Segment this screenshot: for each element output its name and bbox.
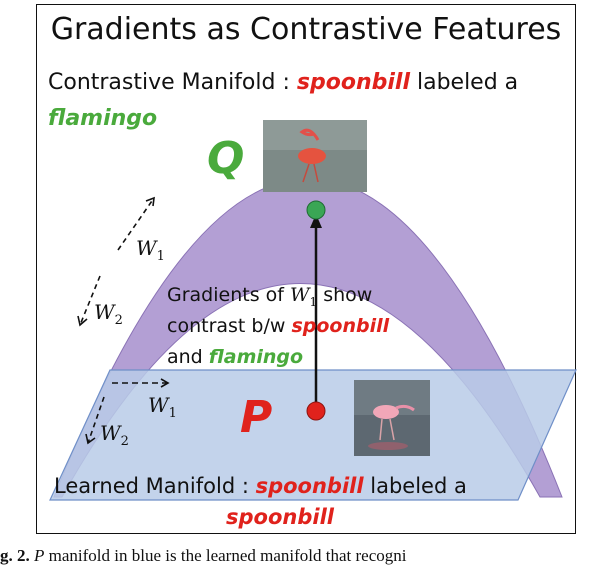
upper-w1-arrow <box>117 197 155 251</box>
gradient-line1-suffix: show <box>317 284 373 306</box>
lower-w2-label: W2 <box>100 421 129 449</box>
figure-title: Gradients as Contrastive Features <box>50 12 562 47</box>
learned-manifold-label: Learned Manifold : spoonbill labeled a <box>54 474 467 498</box>
contrastive-middle: labeled a <box>409 70 519 95</box>
learned-highlight-spoonbill-2: spoonbill <box>226 505 334 529</box>
caption-text: manifold in blue is the learned manifold… <box>44 546 407 565</box>
contrastive-manifold-band <box>53 178 563 498</box>
lower-w1-label: W1 <box>148 393 177 421</box>
gradient-line3-prefix: and <box>167 346 209 368</box>
flamingo-image <box>263 120 367 192</box>
lower-w2-arrow <box>87 396 105 444</box>
gradient-line3-flamingo: flamingo <box>208 346 304 368</box>
lower-w2-subscript: 2 <box>120 434 129 449</box>
gradient-arrowhead <box>310 214 322 228</box>
gradient-text-line3: and flamingo <box>167 346 303 368</box>
figure-caption: g. 2. P manifold in blue is the learned … <box>0 546 596 566</box>
lower-w1-symbol: W <box>148 393 169 417</box>
learned-manifold-plane <box>49 369 577 501</box>
upper-w2-label: W2 <box>94 300 123 328</box>
learned-prefix: Learned Manifold : <box>54 474 256 498</box>
p-label: P <box>240 392 273 443</box>
learned-highlight-spoonbill: spoonbill <box>255 474 364 498</box>
caption-fig-label: g. 2. <box>0 546 30 565</box>
gradient-text-line1: Gradients of W1 show <box>167 284 372 309</box>
gradient-line1-math: W1 <box>290 284 318 309</box>
contrastive-highlight-spoonbill: spoonbill <box>296 70 410 95</box>
gradient-line2-spoonbill: spoonbill <box>291 315 390 337</box>
gradient-line1-prefix: Gradients of <box>167 284 290 306</box>
upper-w1-label: W1 <box>136 236 165 264</box>
contrastive-manifold-label: Contrastive Manifold : spoonbill labeled… <box>48 70 518 95</box>
q-label: Q <box>207 133 245 184</box>
contrastive-highlight-flamingo: flamingo <box>48 106 158 131</box>
upper-w2-subscript: 2 <box>114 313 123 328</box>
learned-middle: labeled a <box>363 474 467 498</box>
lower-axes <box>85 378 170 445</box>
upper-w1-subscript: 1 <box>156 249 165 264</box>
gradient-w-symbol: W <box>290 284 310 306</box>
lower-w2-symbol: W <box>100 421 121 445</box>
upper-w1-symbol: W <box>136 236 157 260</box>
gradient-text-line2: contrast b/w spoonbill <box>167 315 389 337</box>
contrastive-prefix: Contrastive Manifold : <box>48 70 297 95</box>
lower-w1-subscript: 1 <box>168 406 177 421</box>
upper-w2-symbol: W <box>94 300 115 324</box>
gradient-line2-prefix: contrast b/w <box>167 315 292 337</box>
upper-axes <box>77 196 155 327</box>
gradient-w-subscript: 1 <box>309 294 318 309</box>
q-point <box>306 200 326 220</box>
caption-math: P <box>34 546 45 565</box>
p-point <box>306 401 326 421</box>
spoonbill-image <box>354 380 430 456</box>
